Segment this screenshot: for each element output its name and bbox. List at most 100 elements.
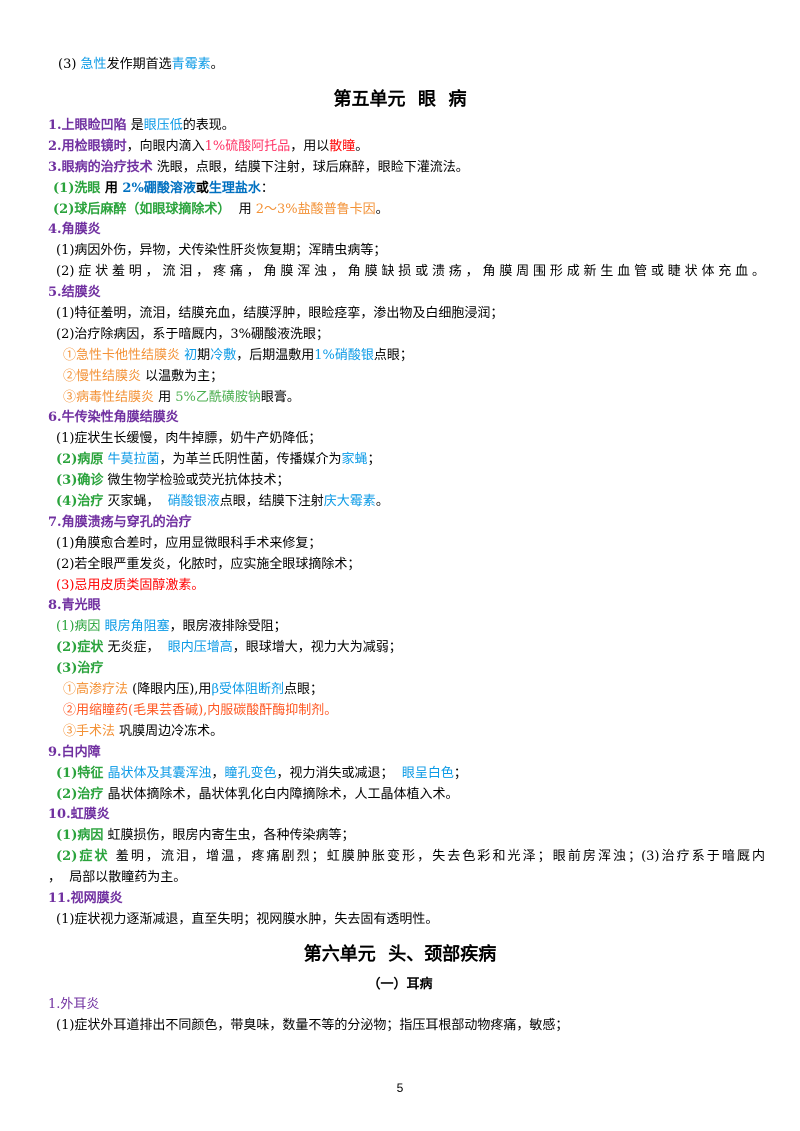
page-number: 5 <box>396 1081 404 1095</box>
text-segment: ，眼球增大，视力大为减弱； <box>232 640 402 656</box>
item-heading: 4.角膜炎 <box>48 222 101 238</box>
circled-item-label: ①急性卡他性结膜炎 <box>63 347 181 363</box>
sub-item-line: (1)角膜愈合差时，应用显微眼科手术来修复； <box>0 534 800 555</box>
item-upper-eyelid: 1.上眼睑凹陷 是眼压低的表现。 <box>0 116 800 137</box>
highlight-term: 青霉素 <box>171 57 211 72</box>
text-segment: 巩膜周边冷冻术。 <box>115 723 224 739</box>
text-segment: 用 <box>100 180 123 196</box>
text-segment: 虹膜损伤，眼房内寄生虫，各种传染病等； <box>103 828 355 844</box>
text-segment: (2)若全眼严重发炎，化脓时，应实施全眼球摘除术； <box>56 556 361 572</box>
sub-item-retrobulbar-anesthesia: (2)球后麻醉（如眼球摘除术） 用 2～3%盐酸普鲁卡因。 <box>0 200 800 221</box>
text-segment: ，后期温敷用 <box>236 347 315 363</box>
sub-item-label: (2)病原 <box>56 452 104 468</box>
highlight-term: 眼压低 <box>143 118 183 133</box>
text-segment: 。 <box>210 57 224 72</box>
item-heading: 2.用检眼镜时 <box>48 138 127 154</box>
highlight-term: 眼呈白色 <box>401 765 454 781</box>
sub-item-line: (1)症状生长缓慢，肉牛掉膘，奶牛产奶降低； <box>0 429 800 450</box>
item-iritis: 10.虹膜炎 <box>0 805 800 826</box>
sub-item-line: (2)治疗 晶状体摘除术，晶状体乳化白内障摘除术，人工晶体植入术。 <box>0 785 800 806</box>
highlight-term: 家蝇 <box>341 452 368 468</box>
highlight-term: 生理盐水 <box>208 180 261 196</box>
text-segment: 点眼； <box>373 347 413 363</box>
highlight-term: 2%硼酸溶液 <box>122 180 196 196</box>
text-segment: 或 <box>195 180 209 196</box>
text-segment: 是 <box>126 118 144 133</box>
sub-item-line: (3)确诊 微生物学检验或荧光抗体技术； <box>0 471 800 492</box>
highlight-term: 牛莫拉菌 <box>107 452 160 468</box>
text-segment: 无炎症， <box>103 640 168 656</box>
sub-item-line: (2)症状 无炎症， 眼内压增高，眼球增大，视力大为减弱； <box>0 638 800 659</box>
text-segment: (2)治疗除病因，系于暗厩内，3%硼酸液洗眼； <box>56 326 330 342</box>
text-segment: 眼膏。 <box>260 389 300 405</box>
sub-item-line: (1)病因 眼房角阻塞，眼房液排除受阻； <box>0 617 800 638</box>
text-segment: 以温敷为主； <box>141 368 224 384</box>
sub-item-line: (1)特征 晶状体及其囊浑浊，瞳孔变色，视力消失或减退； 眼呈白色； <box>0 764 800 785</box>
continuation-line: ， 局部以散瞳药为主。 <box>0 868 800 889</box>
text-segment: 期 <box>197 347 211 363</box>
highlight-term: 散瞳 <box>329 138 356 154</box>
item-heading: 3.眼病的治疗技术 <box>48 159 153 175</box>
sub-item-label: (2)治疗 <box>56 786 104 802</box>
text-segment: ； <box>367 452 381 468</box>
sub-item-line: (2)症状 羞明，流泪，增温，疼痛剧烈；虹膜肿胀变形，失去色彩和光泽；眼前房浑浊… <box>0 847 765 868</box>
sub-item-label: (1)病因 <box>56 828 104 844</box>
highlight-term: 瞳孔变色 <box>224 765 277 781</box>
item-cataract: 9.白内障 <box>0 743 800 764</box>
text-segment: (降眼内压),用 <box>128 682 212 698</box>
text-segment: (1)病因外伤，异物，犬传染性肝炎恢复期；浑睛虫病等； <box>56 243 387 259</box>
highlight-term: 晶状体及其囊浑浊 <box>107 765 212 781</box>
text-segment: 发作期首选 <box>106 57 172 72</box>
text-segment: 洗眼，点眼，结膜下注射，球后麻醉，眼睑下灌流法。 <box>152 159 469 175</box>
text-segment: (2)症状羞明，流泪，疼痛，角膜浑浊，角膜缺损或溃疡，角膜周围形成新生血管或睫状… <box>56 264 765 280</box>
unit6-body: 1.外耳炎 (1)症状外耳道排出不同颜色，带臭味，数量不等的分泌物；指压耳根部动… <box>0 995 800 1037</box>
sub-item-label: (2)球后麻醉（如眼球摘除术） <box>53 201 231 217</box>
item-retinitis: 11.视网膜炎 <box>0 889 800 910</box>
circled-item: ①高渗疗法 (降眼内压),用β受体阻断剂点眼； <box>0 680 800 701</box>
text-segment: 点眼； <box>283 682 323 698</box>
highlight-term: 眼内压增高 <box>167 640 233 656</box>
unit6-section-title: （一）耳病 <box>367 977 433 992</box>
sub-item-line: (1)特征羞明，流泪，结膜充血，结膜浮肿，眼睑痉挛，渗出物及白细胞浸润； <box>0 304 800 325</box>
text-segment: ，眼房液排除受阻； <box>169 619 287 635</box>
highlight-term: β受体阻断剂 <box>211 682 284 698</box>
sub-item-label: (1)病因 <box>56 619 101 635</box>
item-corneal-ulcer: 7.角膜溃疡与穿孔的治疗 <box>0 513 800 534</box>
sub-item-line: (2)若全眼严重发炎，化脓时，应实施全眼球摘除术； <box>0 555 800 576</box>
highlight-term: 急性 <box>80 57 107 72</box>
text-segment: (1)症状视力逐渐减退，直至失明；视网膜水肿，失去固有透明性。 <box>56 911 439 927</box>
text-segment: 。 <box>375 201 389 217</box>
sub-item-label: (1)洗眼 <box>53 180 101 196</box>
sub-item-line: (4)治疗 灭家蝇， 硝酸银液点眼，结膜下注射庆大霉素。 <box>0 492 800 513</box>
text-segment: (1)症状生长缓慢，肉牛掉膘，奶牛产奶降低； <box>56 431 322 447</box>
highlight-term: 5%乙酰磺胺钠 <box>175 389 261 405</box>
text-segment: 用 <box>154 389 176 405</box>
circled-item-label: ③病毒性结膜炎 <box>63 389 155 405</box>
text-segment: ，向眼内滴入 <box>126 138 205 154</box>
highlight-term: 初 <box>184 347 198 363</box>
sub-item-label: (2)症状 <box>56 849 110 865</box>
circled-item-label: ②慢性结膜炎 <box>63 368 142 384</box>
item-glaucoma: 8.青光眼 <box>0 596 800 617</box>
text-segment: ， 局部以散瞳药为主。 <box>48 870 187 886</box>
sub-item-line: (1)症状视力逐渐减退，直至失明；视网膜水肿，失去固有透明性。 <box>0 910 800 931</box>
item-heading: 7.角膜溃疡与穿孔的治疗 <box>48 514 192 530</box>
sub-item-eye-wash: (1)洗眼 用 2%硼酸溶液或生理盐水： <box>0 179 800 200</box>
sub-item-label: (4)治疗 <box>56 494 104 510</box>
sub-item-line: (1)病因外伤，异物，犬传染性肝炎恢复期；浑睛虫病等； <box>0 241 800 262</box>
highlight-term: 2～3%盐酸普鲁卡因 <box>255 201 376 217</box>
circled-item: ②用缩瞳药(毛果芸香碱),内服碳酸酐酶抑制剂。 <box>0 701 800 722</box>
circled-item-label: ③手术法 <box>63 723 116 739</box>
unit5-body: 1.上眼睑凹陷 是眼压低的表现。 2.用检眼镜时，向眼内滴入1%硫酸阿托品，用以… <box>0 116 800 931</box>
sub-item-line: (2)治疗除病因，系于暗厩内，3%硼酸液洗眼； <box>0 325 800 346</box>
highlight-term: 1%硫酸阿托品 <box>204 138 291 154</box>
item-conjunctivitis: 5.结膜炎 <box>0 283 800 304</box>
sub-item-line: (1)症状外耳道排出不同颜色，带臭味，数量不等的分泌物；指压耳根部动物疼痛，敏感… <box>0 1016 800 1037</box>
item-heading: 6.牛传染性角膜结膜炎 <box>48 410 179 426</box>
item-ophthalmoscope: 2.用检眼镜时，向眼内滴入1%硫酸阿托品，用以散瞳。 <box>0 137 800 158</box>
text-segment: 羞明，流泪，增温，疼痛剧烈；虹膜肿胀变形，失去色彩和光泽；眼前房浑浊；(3)治疗… <box>109 849 765 865</box>
text-segment: ： <box>260 180 274 196</box>
item-heading: 8.青光眼 <box>48 598 101 614</box>
text-segment: 。 <box>355 138 369 154</box>
sub-item-label: (3)确诊 <box>56 473 104 489</box>
